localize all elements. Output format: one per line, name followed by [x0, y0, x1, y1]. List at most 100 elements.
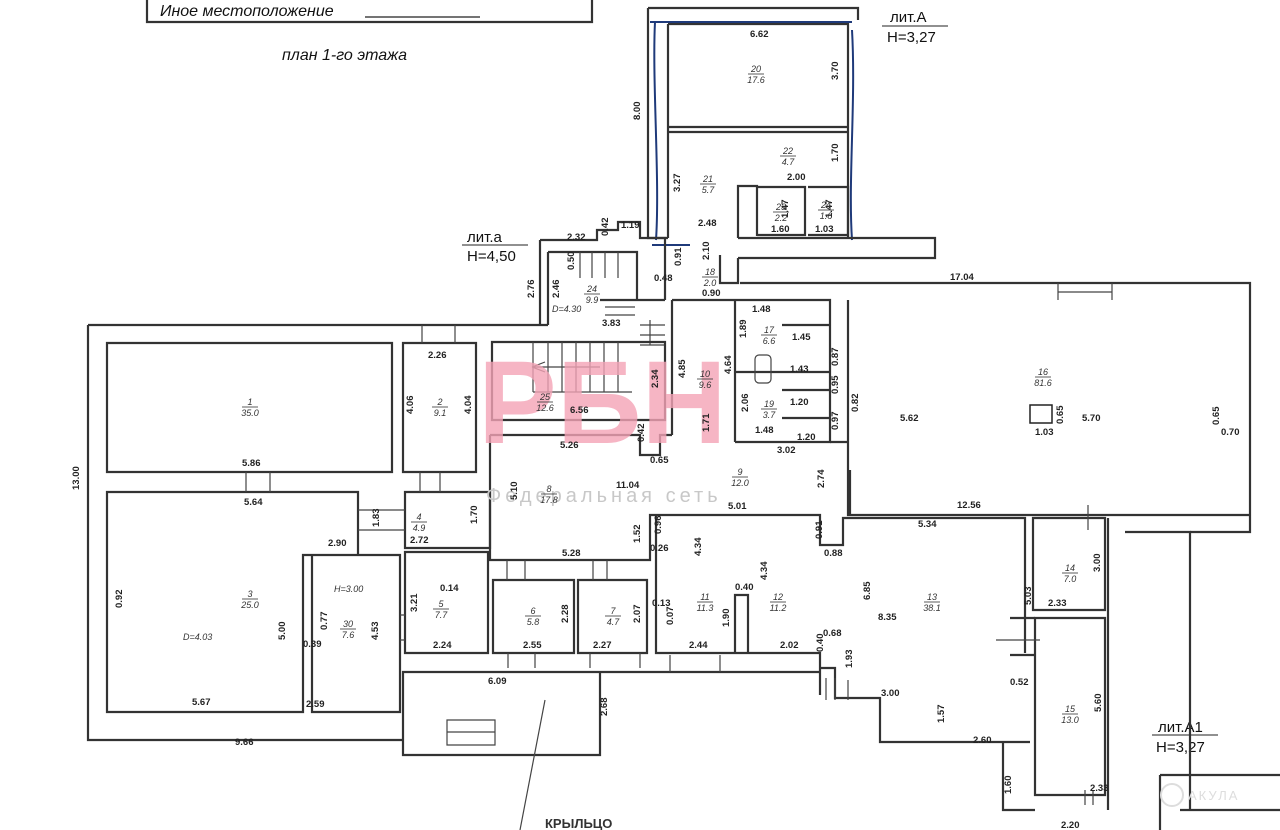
dimension-label: 1.60 [1003, 776, 1014, 795]
room-label: 215.7 [700, 174, 716, 195]
dimension-label: 2.44 [689, 640, 708, 651]
watermark-brand: РБН [478, 337, 727, 469]
dimension-label: 6.85 [862, 581, 873, 600]
dimension-label: 0.88 [824, 548, 843, 559]
room-number: 20 [750, 64, 761, 74]
room-label: 912.0 [731, 467, 749, 488]
room-area: 4.7 [607, 617, 621, 627]
literal-name: лит.А1 [1158, 719, 1203, 736]
room-number: 13 [927, 592, 937, 602]
room-area: 13.0 [1061, 715, 1079, 725]
dimension-label: 2.26 [428, 350, 447, 361]
dimension-label: 3.02 [777, 445, 796, 456]
room-area: 4.7 [782, 157, 796, 167]
room-number: 23 [775, 202, 786, 212]
dimension-label: 4.85 [677, 359, 688, 378]
height-note: D=4.30 [552, 304, 581, 314]
dimension-label: 0.26 [650, 543, 669, 554]
dimension-label: 2.48 [698, 218, 717, 229]
dimension-label: 17.04 [950, 272, 974, 283]
dimension-label: 1.48 [755, 425, 774, 436]
watermark-corner-text: АКУЛА [1188, 788, 1239, 803]
room-area: 7.7 [435, 610, 449, 620]
dimension-label: 1.47 [780, 200, 791, 219]
room-area: 17.6 [747, 75, 765, 85]
room-label: 182.0 [702, 267, 718, 288]
dimension-label: 1.70 [469, 506, 480, 525]
dimension-label: 5.26 [560, 440, 579, 451]
room-number: 11 [700, 592, 709, 602]
dimension-label: 0.68 [823, 628, 842, 639]
dimension-label: 5.34 [918, 519, 937, 530]
dimension-label: 2.27 [593, 640, 612, 651]
room-area: 2.2 [774, 213, 788, 223]
dimension-label: 0.39 [303, 639, 322, 650]
room-area: 5.8 [527, 617, 540, 627]
dimension-label: 0.50 [566, 252, 577, 271]
dimension-label: 0.14 [440, 583, 459, 594]
room-labels: 2017.6224.7215.7232.2241.6249.9182.0176.… [240, 64, 1079, 725]
dimension-label: 0.52 [1010, 677, 1029, 688]
room-label: 232.2 [773, 202, 789, 223]
dimension-label: 0.65 [650, 455, 669, 466]
literal-height: Н=4,50 [467, 248, 516, 265]
room-number: 15 [1065, 704, 1076, 714]
room-number: 3 [247, 589, 252, 599]
room-number: 14 [1065, 563, 1075, 573]
room-number: 2 [436, 397, 442, 407]
room-number: 30 [343, 619, 353, 629]
dimension-label: 4.34 [759, 561, 770, 580]
dimension-label: 5.67 [192, 697, 211, 708]
dimension-label: 1.89 [738, 320, 749, 339]
room-label: 249.9 [584, 284, 600, 305]
dimension-label: 1.47 [824, 200, 835, 219]
room-label: 147.0 [1062, 563, 1078, 584]
room-label: 109.6 [697, 369, 713, 390]
dimension-label: 2.46 [551, 280, 562, 299]
dimension-label: 2.90 [328, 538, 347, 549]
room-area: 7.0 [1064, 574, 1077, 584]
dimension-label: 1.70 [830, 144, 841, 163]
dimension-label: 5.28 [562, 548, 581, 559]
room-label: 224.7 [780, 146, 796, 167]
dimension-label: 3.70 [830, 62, 841, 81]
literal-name: лит.А [890, 9, 927, 26]
dimension-label: 0.82 [850, 394, 861, 413]
room-number: 19 [764, 399, 774, 409]
dimension-label: 0.40 [735, 582, 754, 593]
dimension-label: 1.19 [621, 220, 640, 231]
dimension-label: 3.00 [1092, 554, 1103, 573]
room-label: 817.8 [540, 484, 558, 505]
dimension-label: 4.64 [723, 355, 734, 374]
dimension-label: 2.02 [780, 640, 799, 651]
location-box: Иное местоположение [145, 0, 594, 24]
dimension-label: 3.21 [409, 593, 420, 612]
dimension-label: 13.00 [71, 466, 82, 490]
dimension-label: 1.43 [790, 364, 809, 375]
dimension-label: 0.77 [319, 612, 330, 631]
room-number: 1 [247, 397, 252, 407]
dimension-label: 3.83 [602, 318, 621, 329]
dimension-label: 5.60 [1093, 694, 1104, 713]
dimension-label: 1.60 [771, 224, 790, 235]
room-label: 65.8 [525, 606, 541, 627]
dimension-label: 11.04 [616, 480, 640, 491]
room-label: 57.7 [433, 599, 449, 620]
room-area: 1.6 [820, 211, 833, 221]
dimension-label: 5.10 [509, 482, 520, 501]
room-number: 24 [586, 284, 597, 294]
room-area: 9.9 [586, 295, 599, 305]
room-area: 5.7 [702, 185, 716, 195]
plan-title: план 1-го этажа [282, 47, 407, 64]
room-area: 35.0 [241, 408, 259, 418]
dimension-label: 4.34 [693, 537, 704, 556]
room-number: 18 [705, 267, 715, 277]
location-label: Иное местоположение [160, 3, 334, 20]
porch-label: КРЫЛЬЦО [545, 816, 612, 830]
room-number: 10 [700, 369, 710, 379]
room-number: 17 [764, 325, 775, 335]
room-area: 4.9 [413, 523, 426, 533]
